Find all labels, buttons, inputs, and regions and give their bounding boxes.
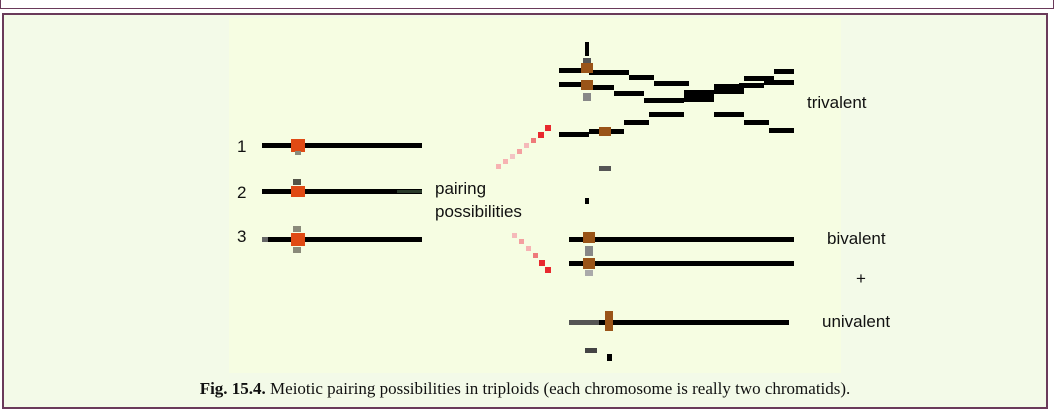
- diagram-panel: 1 2 3 pairing possibilities trivalent: [229, 18, 867, 373]
- bivalent: [569, 198, 794, 276]
- trivalent: [559, 42, 794, 171]
- pairing-arrow-down: [512, 233, 551, 273]
- top-divider: [0, 0, 1054, 9]
- caption-text: Meiotic pairing possibilities in triploi…: [265, 379, 851, 398]
- trivalent-label: trivalent: [807, 93, 867, 112]
- plus-label: +: [856, 269, 866, 288]
- univalent-label: univalent: [822, 312, 891, 331]
- chromosome-3: [262, 226, 422, 253]
- chromosome-3-number: 3: [237, 227, 247, 246]
- univalent: [569, 311, 789, 361]
- figure-caption: Fig. 15.4. Meiotic pairing possibilities…: [4, 379, 1046, 399]
- chromosome-diagram: [262, 42, 794, 361]
- chromosome-1-number: 1: [237, 137, 247, 156]
- figure-box: 1 2 3 pairing possibilities trivalent bi…: [2, 13, 1048, 409]
- chromosome-2: [262, 179, 422, 197]
- caption-prefix: Fig. 15.4.: [199, 379, 266, 398]
- pairing-label-line2: possibilities: [435, 202, 522, 221]
- pairing-label-line1: pairing: [435, 179, 487, 198]
- bivalent-label: bivalent: [827, 229, 886, 248]
- chromosome-1: [262, 139, 422, 155]
- pairing-arrow-up: [496, 125, 551, 169]
- chromosome-2-number: 2: [237, 183, 247, 202]
